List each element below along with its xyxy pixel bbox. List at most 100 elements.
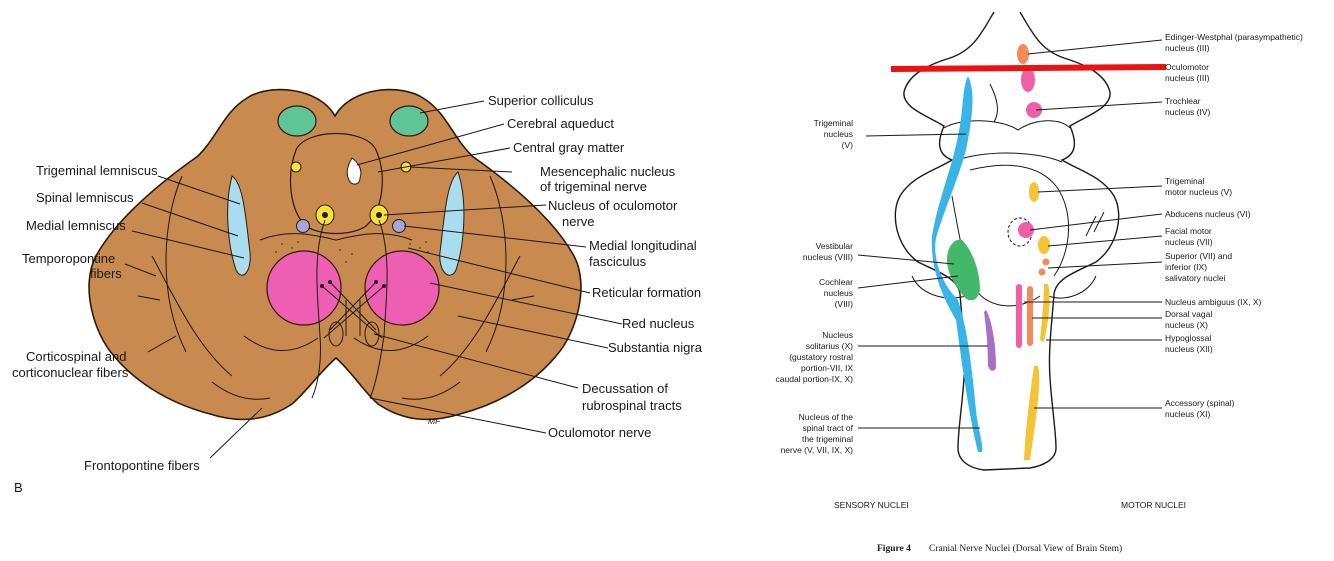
oculomotor-nerve-right [369,219,388,399]
panel-b-labels-right: Edinger-Westphal (parasympathetic) nucle… [1165,32,1303,419]
facial-motor-nucleus [1038,236,1050,254]
label-mesencephalic-nucleus-2: of trigeminal nerve [540,179,647,194]
label-trigeminal-motor-1: Trigeminal [1165,176,1204,186]
label-accessory-2: nucleus (XI) [1165,409,1211,419]
lemniscus-left [227,175,251,276]
label-salivatory-3: salivatory nuclei [1165,273,1226,283]
rubrospinal-decussation [320,280,386,339]
label-solitarius-2: solitarius (X) [806,341,853,351]
label-salivatory-2: inferior (IX) [1165,262,1207,272]
label-trochlear-1: Trochlear [1165,96,1201,106]
dorsal-vagal-nucleus [1027,286,1033,346]
label-oculomotor-nucleus-1: Nucleus of oculomotor [548,198,678,213]
panel-b-labels-left: Trigeminal nucleus (V) Vestibular nucleu… [776,118,854,455]
oculomotor-nerve-left [311,219,326,399]
oculomotor-nucleus [1021,68,1035,92]
solitarius-nucleus [984,310,996,371]
central-gray-matter [289,133,383,235]
midbrain-outline [88,88,582,421]
mlf-left [296,219,310,233]
label-mlf-1: Medial longitudinal [589,238,697,253]
label-solitarius-4: portion-VII, IX [801,363,853,373]
label-cochlear-1: Cochlear [819,277,853,287]
label-decussation-2: rubrospinal tracts [582,398,682,413]
label-oculomotor-2: nucleus (III) [1165,73,1210,83]
label-oculomotor-nerve: Oculomotor nerve [548,425,651,440]
label-motor-nuclei: MOTOR NUCLEI [1121,500,1186,510]
nucleus-ambiguus [1016,284,1022,348]
label-trigeminal-lemniscus: Trigeminal lemniscus [36,163,158,178]
panel-letter: B [14,480,23,495]
label-reticular-formation: Reticular formation [592,285,701,300]
figure-label: Figure 4 [877,544,911,554]
label-cochlear-3: (VIII) [835,299,854,309]
label-abducens: Abducens nucleus (VI) [1165,209,1251,219]
label-accessory-1: Accessory (spinal) [1165,398,1235,408]
mesencephalic-nucleus-left [290,161,302,173]
label-corticospinal-2: corticonuclear fibers [12,365,129,380]
superior-colliculus-left [277,105,317,137]
mlf-right [392,219,406,233]
label-medial-lemniscus: Medial lemniscus [26,218,126,233]
midbrain-section: MF [88,88,582,426]
lemniscus-right [439,171,465,276]
edinger-westphal-nucleus [1017,44,1029,64]
label-ambiguus: Nucleus ambiguus (IX, X) [1165,297,1262,307]
label-central-gray-matter: Central gray matter [513,140,625,155]
label-red-nucleus: Red nucleus [622,316,695,331]
label-cochlear-2: nucleus [824,288,853,298]
label-facial-1: Facial motor [1165,226,1212,236]
label-solitarius-5: caudal portion-IX, X) [776,374,854,384]
red-marker-line [890,64,1167,72]
superior-colliculus-right [389,105,429,137]
label-mlf-2: fasciculus [589,254,647,269]
label-temporopontine-1: Temporopontine [22,251,115,266]
label-corticospinal-1: Corticospinal and [26,349,126,364]
red-nucleus-left [266,250,342,326]
label-hypoglossal-1: Hypoglossal [1165,333,1211,343]
artist-signature: MF [428,416,441,426]
label-trigeminal-motor-2: motor nucleus (V) [1165,187,1232,197]
label-spinal-trigeminal-1: Nucleus of the [799,412,854,422]
label-trigeminal-1: Trigeminal [814,118,853,128]
label-decussation-1: Decussation of [582,381,668,396]
label-trochlear-2: nucleus (IV) [1165,107,1211,117]
label-temporopontine-2: fibers [90,266,122,281]
label-hypoglossal-2: nucleus (XII) [1165,344,1213,354]
label-spinal-trigeminal-3: the trigeminal [802,434,853,444]
panel-a-labels: Superior colliculus Cerebral aqueduct Ce… [12,93,703,495]
label-vestibular-2: nucleus (VIII) [803,252,853,262]
inferior-salivatory-nucleus [1038,268,1046,276]
label-mesencephalic-nucleus-1: Mesencephalic nucleus [540,164,676,179]
label-facial-2: nucleus (VII) [1165,237,1213,247]
label-dorsal-vagal-1: Dorsal vagal [1165,309,1212,319]
label-dorsal-vagal-2: nucleus (X) [1165,320,1208,330]
label-spinal-lemniscus: Spinal lemniscus [36,190,134,205]
label-spinal-trigeminal-4: nerve (V, VII, IX, X) [781,445,854,455]
trigeminal-sensory-nucleus [931,76,983,452]
label-cerebral-aqueduct: Cerebral aqueduct [507,116,614,131]
panel-b-leaders [857,39,1163,429]
label-oculomotor-nucleus-2: nerve [562,214,595,229]
abducens-nucleus [1018,222,1034,238]
accessory-nucleus [1024,366,1040,460]
trochlear-nucleus [1026,102,1042,118]
label-spinal-trigeminal-2: spinal tract of [802,423,853,433]
brainstem-dorsal-view [890,11,1167,471]
label-vestibular-1: Vestibular [816,241,853,251]
label-trigeminal-3: (V) [842,140,854,150]
hypoglossal-nucleus [1040,284,1050,342]
trigeminal-motor-nucleus [1029,182,1039,202]
label-oculomotor-1: Oculomotor [1165,62,1209,72]
vestibular-nucleus [946,239,980,301]
red-nucleus-right [364,250,440,326]
label-solitarius-3: (gustatory rostral [789,352,853,362]
label-salivatory-1: Superior (VII) and [1165,251,1232,261]
label-edinger-westphal-2: nucleus (III) [1165,43,1210,53]
superior-salivatory-nucleus [1042,258,1050,266]
figure-caption: Cranial Nerve Nuclei (Dorsal View of Bra… [929,543,1122,554]
label-frontopontine: Frontopontine fibers [84,458,200,473]
label-superior-colliculus: Superior colliculus [488,93,594,108]
panel-a-leaders [124,100,623,459]
